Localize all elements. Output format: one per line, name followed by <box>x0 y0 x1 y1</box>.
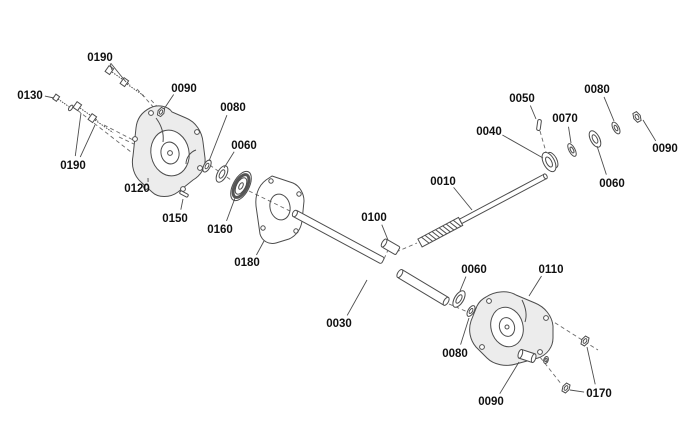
leader-line-0060 <box>223 151 235 169</box>
leader-line-0080 <box>460 317 470 345</box>
part-label-0090-22: 0090 <box>478 396 504 408</box>
shaft-tube <box>291 209 385 264</box>
part-label-0120-4: 0120 <box>124 183 150 195</box>
leader-lines <box>44 62 657 394</box>
washer <box>567 143 577 157</box>
bolt <box>87 112 114 134</box>
part-label-0150-7: 0150 <box>162 213 188 225</box>
coupler <box>380 238 401 255</box>
leader-line-0170 <box>586 346 596 385</box>
bolt <box>72 100 99 122</box>
part-label-0060-20: 0060 <box>461 264 487 276</box>
part-label-0100-10: 0100 <box>361 212 387 224</box>
washer <box>202 159 212 173</box>
part-label-0030-11: 0030 <box>326 318 352 330</box>
leader-line-0110 <box>528 275 542 297</box>
shaft-tube <box>396 268 450 306</box>
part-label-0190-0: 0190 <box>87 52 113 64</box>
leader-line-0060 <box>596 145 607 175</box>
part-label-0010-12: 0010 <box>430 176 456 188</box>
gasket <box>255 175 305 244</box>
nut <box>580 335 590 347</box>
bolt <box>119 76 146 98</box>
part-label-0170-23: 0170 <box>586 388 612 400</box>
nut <box>156 106 166 118</box>
worm-shaft <box>417 173 548 248</box>
bearing <box>452 290 466 308</box>
gearbox-housing-left <box>131 105 206 197</box>
woodruff-key <box>179 190 189 198</box>
leader-line-0190 <box>110 62 127 83</box>
part-label-0060-6: 0060 <box>231 140 257 152</box>
part-label-0050-14: 0050 <box>509 93 535 105</box>
leader-line-0030 <box>346 279 368 316</box>
leader-line-0180 <box>256 240 265 256</box>
roller <box>517 348 537 364</box>
leader-line-0010 <box>453 187 473 211</box>
part-labels: 0190 0130 0090 0190 0120 0080 0060 0150 0160 0180… <box>17 52 678 408</box>
part-label-0080-16: 0080 <box>584 84 610 96</box>
leader-line-0100 <box>381 224 389 241</box>
leader-line-0130 <box>44 95 55 99</box>
leader-line-0190 <box>109 63 113 71</box>
part-label-0060-18: 0060 <box>599 178 625 190</box>
leader-line-0080 <box>208 115 228 162</box>
leader-line-0190 <box>79 124 96 158</box>
leader-line-0060 <box>459 276 467 292</box>
leader-line-0050 <box>529 105 537 120</box>
leader-line-0190 <box>74 112 82 157</box>
leader-line-0150 <box>180 198 184 210</box>
part-label-0090-2: 0090 <box>171 83 197 95</box>
part-label-0080-5: 0080 <box>220 102 246 114</box>
leader-line-0080 <box>603 96 615 122</box>
gearbox-housing-right <box>469 291 554 366</box>
washer <box>611 121 621 135</box>
washer <box>543 356 549 364</box>
leader-line-0160 <box>226 197 236 222</box>
nut <box>561 382 571 394</box>
leader-line-0090 <box>499 361 520 394</box>
flange-bearing <box>541 151 559 173</box>
leader-line-0070 <box>568 126 572 144</box>
part-label-0040-13: 0040 <box>476 126 502 138</box>
part-label-0080-21: 0080 <box>442 348 468 360</box>
leader-line-0170 <box>569 389 585 393</box>
pin <box>536 119 542 131</box>
nut <box>632 111 642 123</box>
screw-with-washer <box>52 93 74 112</box>
leader-line-0090 <box>163 94 175 110</box>
part-label-0110-19: 0110 <box>539 264 564 276</box>
part-label-0070-15: 0070 <box>552 113 578 125</box>
leader-line-0040 <box>502 134 544 159</box>
part-label-0090-17: 0090 <box>652 143 678 155</box>
part-label-0180-9: 0180 <box>234 257 260 269</box>
part-label-0190-3: 0190 <box>60 160 86 172</box>
pulley <box>230 170 252 202</box>
bearing <box>215 165 229 183</box>
washer <box>466 305 476 317</box>
part-label-0160-8: 0160 <box>207 224 233 236</box>
leader-line-0090 <box>642 119 657 142</box>
bearing <box>588 130 602 148</box>
part-label-0130-1: 0130 <box>17 90 43 102</box>
